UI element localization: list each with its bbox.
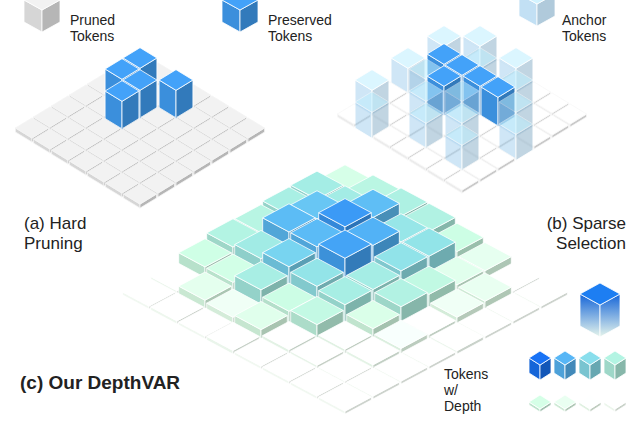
legend-text: Anchor Tokens [562,12,606,44]
legend-text: Pruned Tokens [70,12,115,44]
token-cube [554,395,576,412]
legend-label: Anchor Tokens [562,12,626,44]
legend-label: Tokens w/ Depth [444,366,514,414]
depthvar-grid [123,165,568,414]
token-cube [604,351,626,380]
token-cube [579,351,601,380]
token-cube [123,184,156,208]
legend-text: Preserved Tokens [268,12,332,44]
sparse-selection-grid [337,26,586,193]
token-cube [529,395,551,412]
depth-samples [529,283,626,412]
panel-label-text: (a) Hard Pruning [24,214,124,253]
token-cube [529,351,551,380]
legend-text: Tokens w/ Depth [444,366,488,414]
legend-label: Preserved Tokens [268,12,348,44]
panel-label-text: (c) Our DepthVAR [20,372,240,394]
legend-swatch [24,0,60,32]
token-cube [222,0,258,32]
token-cube [319,383,372,414]
legend-swatch [222,0,258,32]
legend-label: Pruned Tokens [70,12,140,44]
token-cube [519,0,555,26]
legend-swatch [519,0,555,26]
panel-label: (c) Our DepthVAR [20,372,240,394]
token-cube [604,395,626,412]
token-cube [579,395,601,412]
token-cube [554,351,576,380]
panel-label: (b) Sparse Selection [518,214,626,253]
panel-label-text: (b) Sparse Selection [518,214,626,253]
token-cube [24,0,60,32]
token-cube [445,170,478,193]
panel-label: (a) Hard Pruning [24,214,124,253]
token-cube [580,283,620,337]
hard-pruning-grid [15,48,264,208]
